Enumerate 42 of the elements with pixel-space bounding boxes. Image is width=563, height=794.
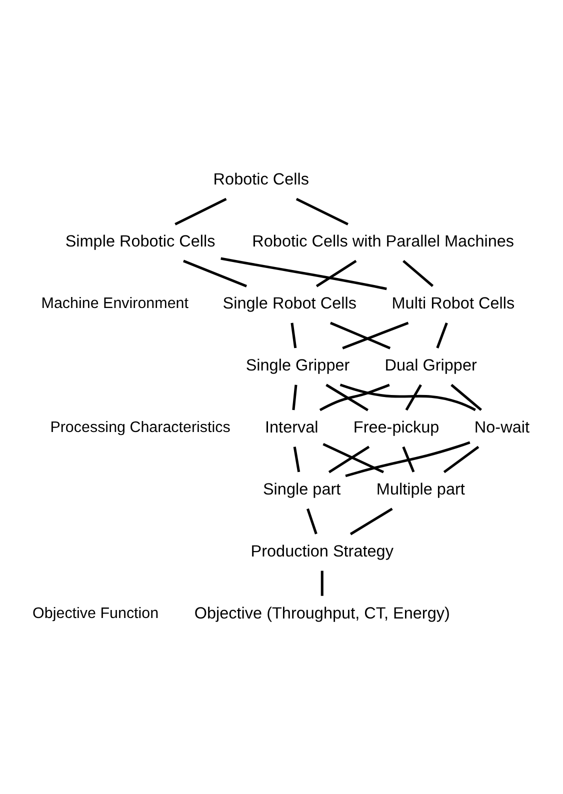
- connector: [436, 322, 448, 348]
- connector: [330, 321, 391, 349]
- node-text: Robotic Cells with Parallel Machines: [252, 232, 514, 250]
- connector: [326, 383, 369, 411]
- connector: [402, 446, 415, 472]
- node-text: Free-pickup: [353, 418, 440, 436]
- connector: [183, 259, 247, 287]
- connector: [290, 322, 297, 348]
- connector: [328, 445, 370, 473]
- node-text: Robotic Cells: [213, 170, 310, 188]
- node-text: Single Robot Cells: [222, 294, 356, 312]
- label: Machine Environment: [41, 294, 188, 312]
- node-text: Objective (Throughput, CT, Energy): [194, 604, 450, 622]
- node-text: Simple Robotic Cells: [65, 232, 216, 250]
- connector: [345, 440, 470, 477]
- connector: [296, 197, 348, 225]
- node-text: Multi Robot Cells: [392, 294, 515, 312]
- connector: [443, 445, 480, 473]
- connector: [320, 570, 324, 596]
- connector: [402, 259, 434, 286]
- connector: [340, 383, 476, 411]
- connector: [322, 442, 384, 473]
- connector: [306, 508, 318, 534]
- node-text: Single part: [262, 480, 341, 498]
- connector: [292, 384, 298, 410]
- node-text: Single Gripper: [246, 356, 350, 374]
- node-text: Production Strategy: [250, 542, 394, 560]
- node-text: Dual Gripper: [384, 356, 477, 374]
- connector: [316, 259, 357, 287]
- connector: [405, 384, 422, 410]
- connector: [350, 507, 393, 535]
- connector: [220, 256, 387, 290]
- connector: [293, 446, 300, 472]
- node-text: No-wait: [474, 418, 530, 436]
- connector: [450, 383, 482, 410]
- label: Objective Function: [32, 604, 159, 622]
- node-text: Multiple part: [376, 480, 465, 498]
- label: Processing Characteristics: [50, 418, 230, 436]
- node-text: Interval: [265, 418, 318, 436]
- connector: [342, 321, 409, 349]
- connector: [174, 197, 227, 225]
- connector: [319, 383, 390, 411]
